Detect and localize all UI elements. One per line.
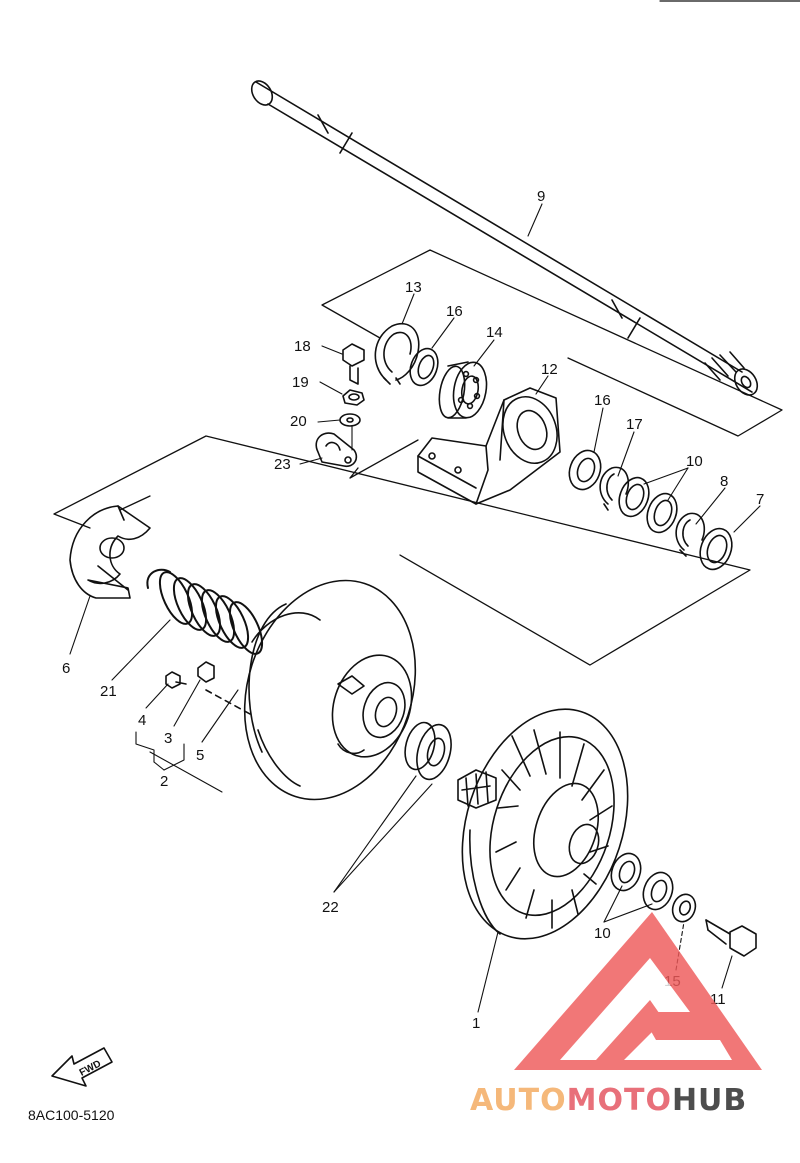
lower-assembly-outline xyxy=(53,435,751,666)
clamp-23 xyxy=(315,432,358,468)
upper-assembly-outline xyxy=(321,249,783,479)
callout-10-b: 10 xyxy=(594,925,611,942)
callout-1: 1 xyxy=(472,1015,480,1032)
callout-13: 12 xyxy=(541,361,558,378)
automotohub-logo xyxy=(514,912,762,1070)
fixed-sheave-1 xyxy=(457,708,629,940)
callout-22: 22 xyxy=(322,899,339,916)
callout-numbers: 9 13 16 14 12 18 19 20 23 16 17 10 8 7 6… xyxy=(62,188,764,1032)
washer-16-lower xyxy=(568,449,602,491)
svg-text:AUTOMOTOHUB: AUTOMOTOHUB xyxy=(470,1083,747,1118)
shim-10-lower-b xyxy=(642,871,674,911)
watermark-auto: AUTO xyxy=(470,1083,567,1118)
part-code: 8AC100-5120 xyxy=(28,1107,115,1123)
callout-14: 14 xyxy=(486,324,503,341)
bolt-11 xyxy=(705,919,757,957)
callout-16: 16 xyxy=(446,303,463,320)
callout-5: 5 xyxy=(196,747,204,764)
spring-seat-cam-6 xyxy=(69,505,151,599)
bearing-14 xyxy=(438,361,488,419)
callout-18: 18 xyxy=(294,338,311,355)
fwd-arrow-icon: FWD xyxy=(51,1047,113,1087)
leader-lines xyxy=(69,203,761,1013)
bearing-housing-13 xyxy=(417,387,561,505)
callout-23: 23 xyxy=(274,456,291,473)
washer-7 xyxy=(699,527,733,571)
secondary-shaft xyxy=(250,80,759,396)
nut-19 xyxy=(342,389,365,406)
bolt-18 xyxy=(342,343,365,385)
circlip-17 xyxy=(599,466,630,511)
sliding-sheave-5 xyxy=(243,579,417,801)
watermark-moto: MOTO xyxy=(567,1083,672,1118)
callout-4: 4 xyxy=(138,712,146,729)
callout-17: 17 xyxy=(626,416,643,433)
callout-15: 13 xyxy=(405,279,422,296)
callout-9: 9 xyxy=(537,188,545,205)
callout-8: 8 xyxy=(720,473,728,490)
washer-16-upper xyxy=(409,347,439,387)
callout-21: 21 xyxy=(100,683,117,700)
watermark-hub: HUB xyxy=(672,1083,747,1118)
spacer-22 xyxy=(404,721,452,781)
callout-2: 2 xyxy=(160,773,168,790)
fwd-label: FWD xyxy=(78,1058,103,1078)
bolt-4 xyxy=(165,671,187,689)
washer-12 xyxy=(671,893,697,923)
callout-10: 10 xyxy=(686,453,703,470)
callout-6: 6 xyxy=(62,660,70,677)
washer-20 xyxy=(339,413,361,427)
callout-19: 19 xyxy=(292,374,309,391)
circlip-15 xyxy=(374,323,420,385)
callout-16-b: 16 xyxy=(594,392,611,409)
dash-line xyxy=(205,689,251,715)
slider-3 xyxy=(197,661,215,683)
spring-21 xyxy=(146,568,264,655)
callout-20: 20 xyxy=(290,413,307,430)
callout-3: 3 xyxy=(164,730,172,747)
shim-10-upper-a xyxy=(618,476,650,518)
automotohub-wordmark: AUTOMOTOHUB xyxy=(470,1083,747,1118)
callout-7: 7 xyxy=(756,491,764,508)
shim-10-upper-b xyxy=(646,492,678,534)
shim-10-lower-a xyxy=(610,852,642,892)
